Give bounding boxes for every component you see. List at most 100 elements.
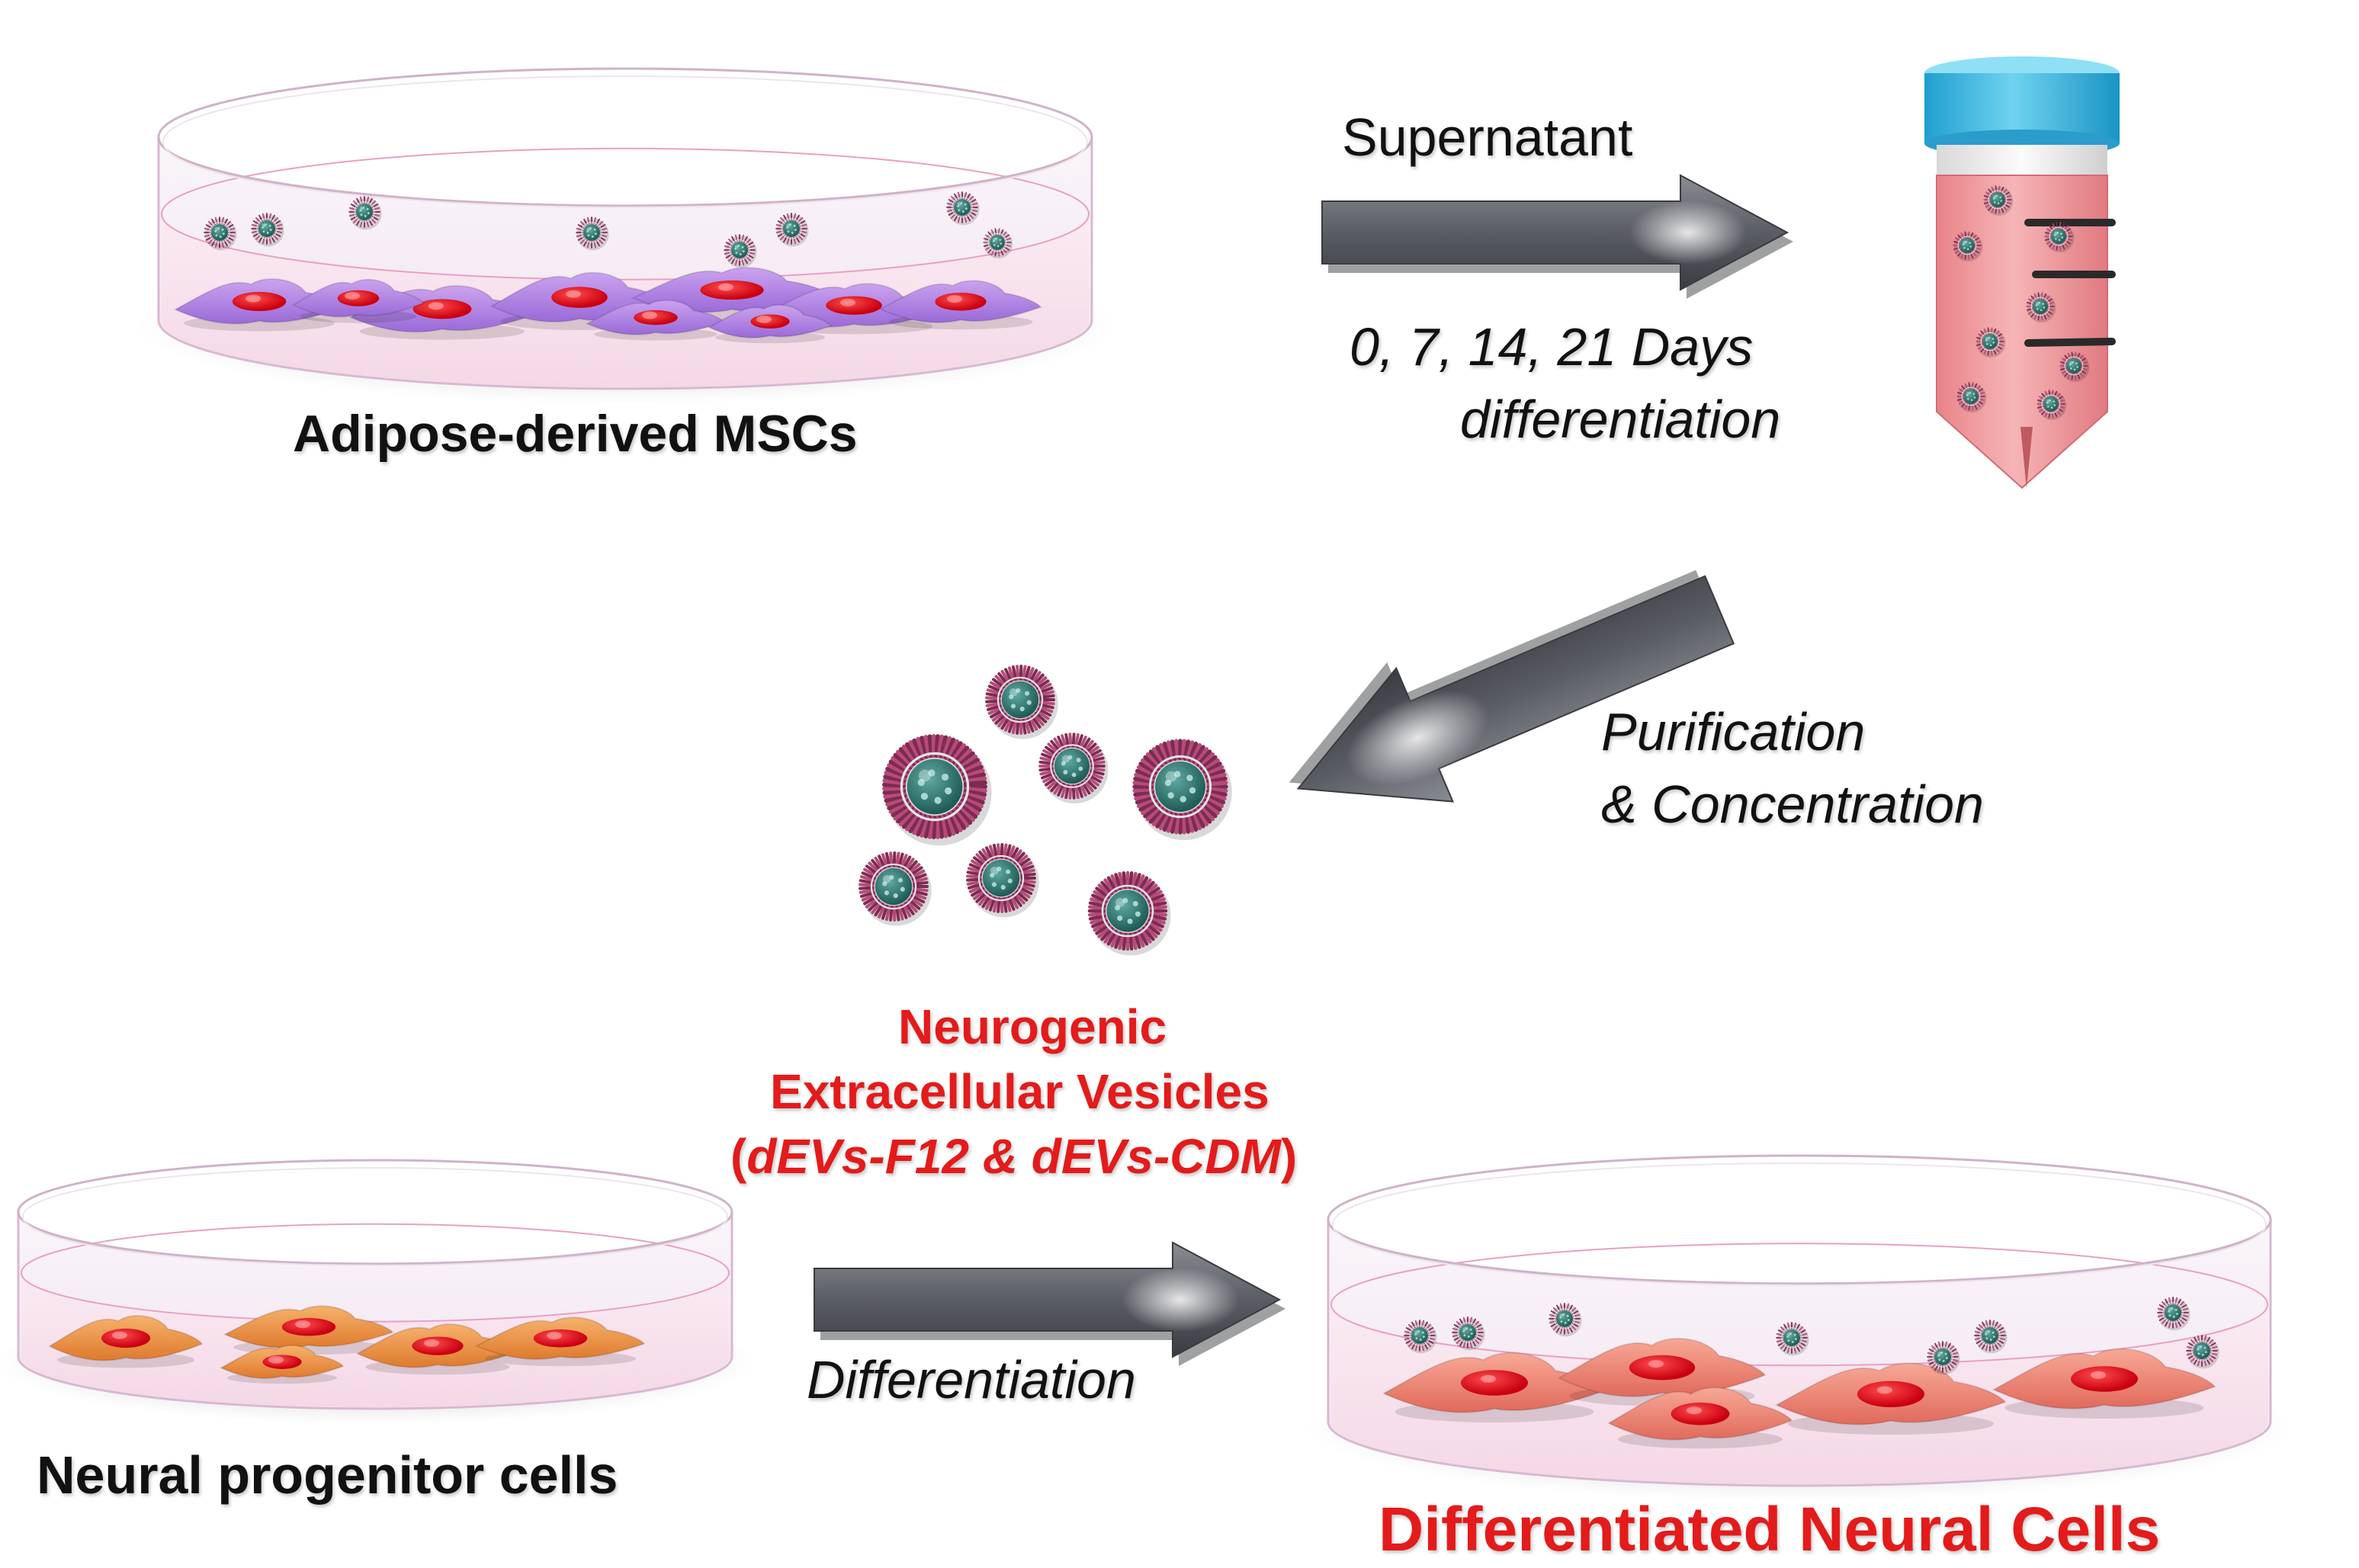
vesicle-core bbox=[1106, 890, 1149, 932]
vesicle-cargo bbox=[1127, 919, 1133, 925]
vesicle-cargo bbox=[999, 239, 1001, 241]
dish-rim-inner bbox=[1332, 1162, 2267, 1286]
vesicle-highlight bbox=[262, 223, 266, 227]
vesicle-cargo bbox=[2050, 406, 2053, 409]
vesicle-cargo bbox=[1465, 1327, 1468, 1329]
cell-nucleus bbox=[337, 290, 380, 306]
vesicle-core bbox=[2165, 1304, 2181, 1321]
vesicle-cargo bbox=[789, 223, 792, 226]
vesicle-cargo bbox=[737, 245, 740, 247]
extracellular-vesicle-icon bbox=[859, 851, 932, 926]
vesicle-cargo bbox=[1122, 897, 1128, 903]
vesicle-cargo bbox=[1992, 1331, 1995, 1334]
vesicle-membrane bbox=[977, 855, 1025, 902]
vesicle-cargo bbox=[1016, 688, 1021, 694]
vesicle-highlight bbox=[993, 237, 997, 242]
vesicle-membrane bbox=[2030, 297, 2050, 316]
vesicle-cargo bbox=[2055, 238, 2057, 240]
vesicle-cargo bbox=[2053, 234, 2056, 236]
label-supernatant: Supernatant bbox=[1342, 107, 1633, 167]
vesicle-membrane bbox=[209, 222, 230, 243]
vesicle-core bbox=[731, 242, 748, 258]
cell-nucleus-highlight bbox=[428, 302, 444, 310]
arrow-shine bbox=[1629, 200, 1747, 265]
vesicle-core bbox=[1155, 762, 1205, 812]
cell-nucleus bbox=[412, 299, 472, 319]
cell-icon bbox=[173, 278, 345, 332]
cell-icon bbox=[1606, 1387, 1793, 1449]
vesicle-core bbox=[907, 758, 963, 815]
vesicle-cargo bbox=[1988, 336, 1991, 339]
vesicle-cargo bbox=[2204, 1351, 2207, 1354]
dish-medium-surface bbox=[21, 1223, 730, 1323]
cell-nucleus bbox=[533, 1329, 588, 1348]
vesicle-cargo bbox=[1794, 1338, 1797, 1341]
vesicle-core bbox=[875, 867, 913, 906]
vesicle-cargo bbox=[1994, 201, 1996, 204]
vesicle-cargo bbox=[964, 203, 967, 206]
vesicle-core bbox=[583, 224, 600, 241]
label-devs-italic: dEVs-F12 & dEVs-CDM bbox=[746, 1129, 1281, 1184]
vesicle-core bbox=[1459, 1324, 1476, 1341]
vesicle-cargo bbox=[1467, 1336, 1470, 1338]
cell-nucleus-highlight bbox=[295, 1320, 310, 1329]
vesicle-cargo bbox=[1010, 704, 1016, 709]
vesicle-cargo bbox=[2168, 1314, 2171, 1317]
conical-tube-icon bbox=[1924, 56, 2120, 489]
vesicle-cargo bbox=[2042, 303, 2044, 305]
vesicle-cargo bbox=[1414, 1332, 1417, 1336]
petri-dish-icon bbox=[0, 1159, 755, 1424]
vesicle-cargo bbox=[920, 792, 929, 800]
vesicle-cargo bbox=[366, 207, 369, 210]
vesicle-cargo bbox=[900, 887, 905, 892]
vesicle-cargo bbox=[934, 797, 942, 804]
extracellular-vesicle-icon bbox=[983, 228, 1013, 259]
vesicle-cargo bbox=[1786, 1335, 1789, 1338]
tube-neck bbox=[1937, 145, 2107, 177]
vesicle-cargo bbox=[993, 244, 996, 246]
cell-nucleus bbox=[1461, 1370, 1528, 1396]
vesicle-cargo bbox=[219, 236, 222, 238]
vesicle-core bbox=[1934, 1348, 1951, 1365]
vesicle-cargo bbox=[215, 234, 218, 237]
vesicle-cargo bbox=[2038, 301, 2041, 304]
extracellular-vesicle-icon bbox=[348, 196, 382, 230]
vesicle-cargo bbox=[1992, 197, 1995, 200]
vesicle-cargo bbox=[1992, 338, 1994, 340]
vesicle-cargo bbox=[1969, 391, 1972, 394]
vesicle-cargo bbox=[2168, 1310, 2171, 1313]
vesicle-cargo bbox=[1965, 240, 1968, 243]
vesicle-cargo bbox=[1180, 796, 1186, 803]
vesicle-cargo bbox=[1419, 1339, 1422, 1341]
cell-icon bbox=[474, 1316, 646, 1367]
cell-icon bbox=[585, 299, 726, 341]
cell-nucleus bbox=[826, 296, 882, 315]
vesicle-core bbox=[990, 235, 1005, 250]
extracellular-vesicle-icon bbox=[204, 216, 237, 251]
tube-body bbox=[1936, 175, 2108, 489]
vesicle-cargo bbox=[1567, 1319, 1570, 1322]
vesicle-cargo bbox=[1564, 1322, 1567, 1324]
extracellular-vesicle-icon bbox=[966, 843, 1039, 918]
vesicle-membrane bbox=[2041, 394, 2061, 414]
vesicle-cargo bbox=[2058, 239, 2061, 242]
vesicle-cargo bbox=[593, 228, 596, 231]
vesicle-membrane bbox=[1148, 755, 1212, 819]
vesicle-cargo bbox=[2174, 1308, 2178, 1311]
vesicle-cargo bbox=[2075, 362, 2078, 364]
vesicle-highlight bbox=[1009, 688, 1018, 697]
dish-rim bbox=[1327, 1154, 2272, 1285]
dish-rim-inner bbox=[22, 1167, 728, 1266]
cell-nucleus-highlight bbox=[547, 1332, 562, 1340]
vesicle-cargo bbox=[1966, 248, 1969, 251]
label-adipose-msc: Adipose-derived MSCs bbox=[293, 405, 858, 463]
cell-icon bbox=[291, 278, 425, 323]
vesicle-membrane bbox=[1050, 744, 1094, 788]
vesicle-cargo bbox=[1562, 1313, 1565, 1316]
vesicle-cargo bbox=[1787, 1339, 1790, 1342]
cell-nucleus bbox=[750, 314, 790, 329]
vesicle-cargo bbox=[741, 245, 744, 249]
vesicle-highlight bbox=[1985, 1330, 1989, 1334]
progenitor-cells bbox=[47, 1305, 646, 1384]
vesicle-cargo bbox=[367, 212, 370, 215]
